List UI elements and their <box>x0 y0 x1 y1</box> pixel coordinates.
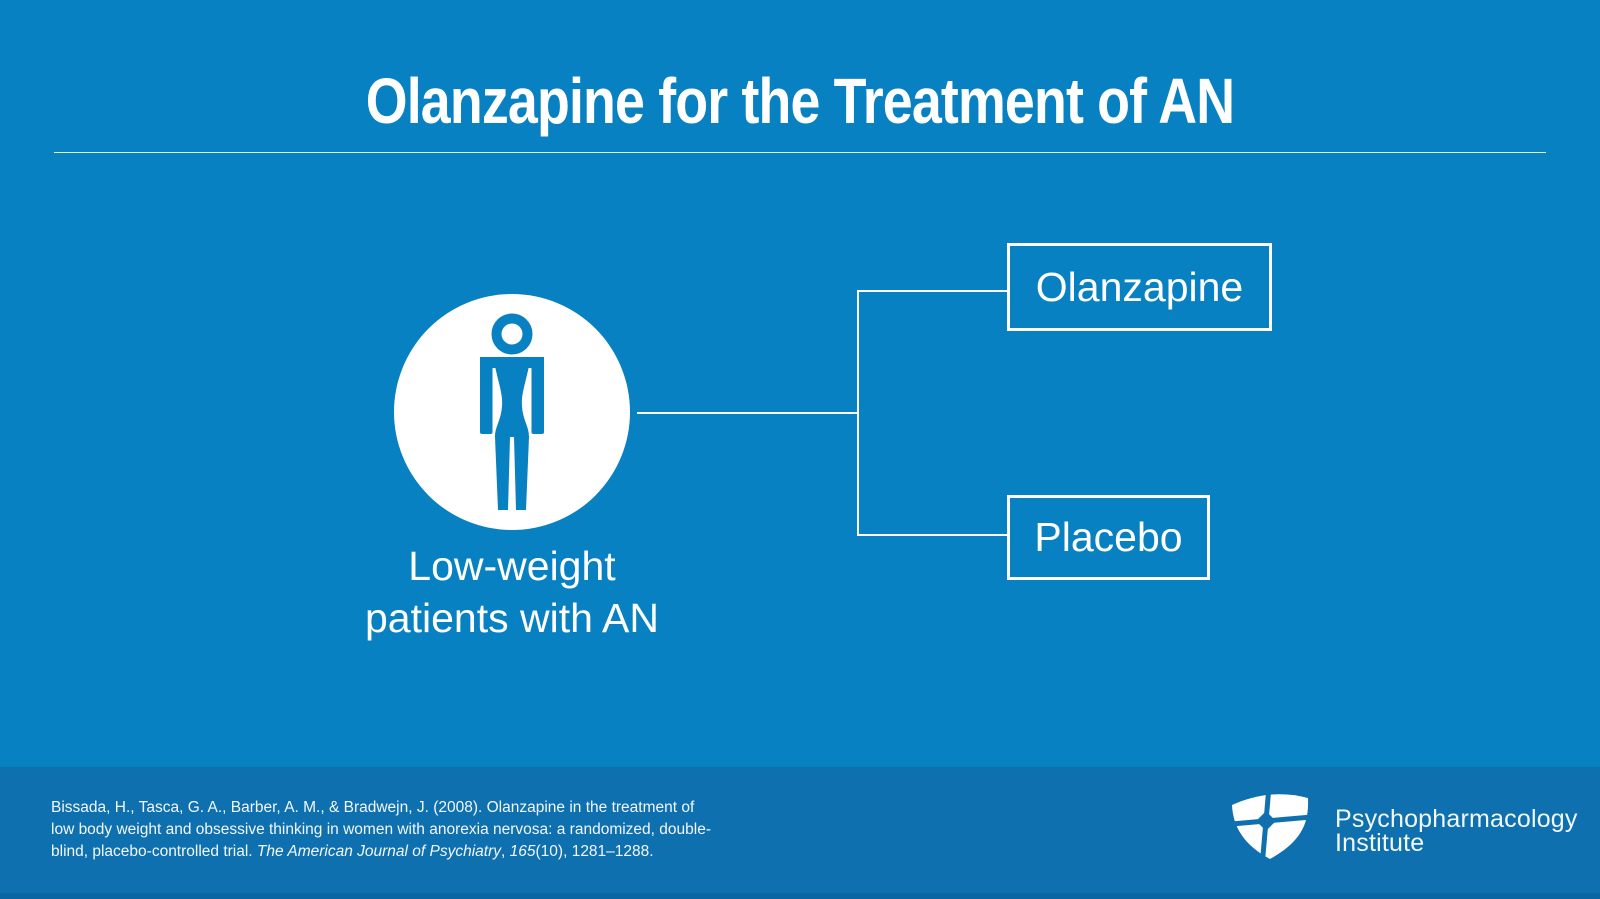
connector-trunk-line <box>637 412 858 414</box>
arm-box-olanzapine: Olanzapine <box>1007 243 1272 331</box>
connector-bottom-branch-line <box>857 534 1009 536</box>
connector-vertical-line <box>857 290 859 536</box>
citation-line1: Bissada, H., Tasca, G. A., Barber, A. M.… <box>51 799 695 816</box>
connector-top-branch-line <box>857 290 1009 292</box>
patient-badge <box>394 294 630 530</box>
arm-box-placebo: Placebo <box>1007 495 1210 580</box>
citation-line2: low body weight and obsessive thinking i… <box>51 821 711 838</box>
population-label-line1: Low-weight <box>408 543 616 589</box>
arm-box-placebo-label: Placebo <box>1034 514 1183 560</box>
arm-box-olanzapine-label: Olanzapine <box>1035 263 1244 310</box>
footer-bar: Bissada, H., Tasca, G. A., Barber, A. M.… <box>0 767 1600 899</box>
citation-line3: blind, placebo-controlled trial. The Ame… <box>51 843 654 860</box>
citation: Bissada, H., Tasca, G. A., Barber, A. M.… <box>51 797 711 863</box>
citation-journal-title: The American Journal of Psychiatry <box>256 843 502 860</box>
population-label-line2: patients with AN <box>365 595 659 641</box>
slide-title: Olanzapine for the Treatment of AN <box>365 65 1235 137</box>
institute-logo-wordmark: Psychopharmacology Institute <box>1335 805 1578 857</box>
low-weight-person-icon <box>394 294 630 530</box>
institute-logo-shield-icon <box>1230 791 1310 863</box>
population-label: Low-weight patients with AN <box>292 540 732 644</box>
logo-line1: Psychopharmacology <box>1335 805 1578 833</box>
title-divider <box>54 152 1546 153</box>
citation-volume: 165 <box>509 843 536 860</box>
logo-line2: Institute <box>1335 829 1425 857</box>
